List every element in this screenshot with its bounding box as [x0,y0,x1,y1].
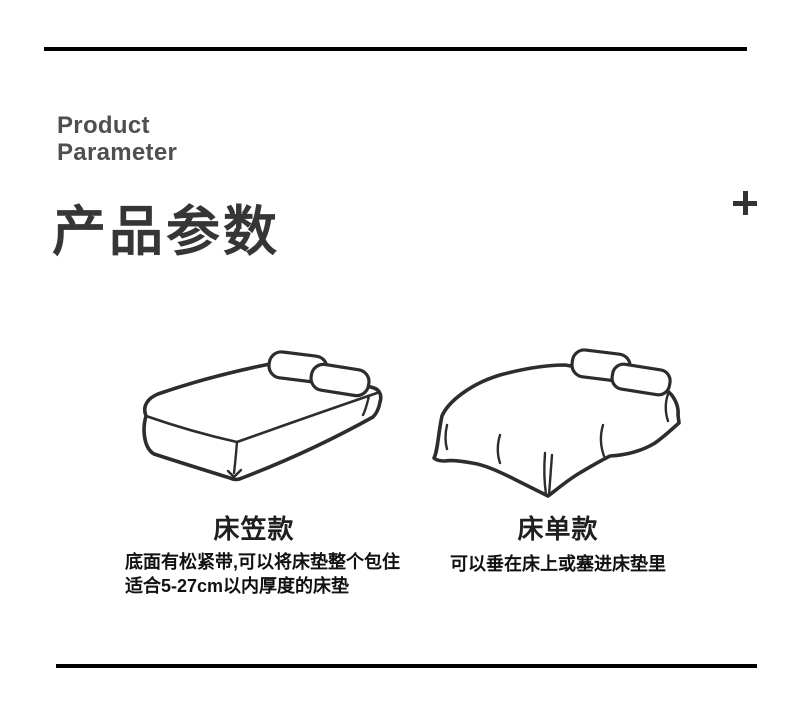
bottom-divider [56,664,757,668]
subtitle-line-2: Parameter [57,139,178,166]
description-line: 可以垂在床上或塞进床垫里 [450,554,666,574]
variant-description-fitted-sheet: 底面有松紧带,可以将床垫整个包住 适合5-27cm以内厚度的床垫 [125,550,425,598]
description-line: 适合5-27cm以内厚度的床垫 [125,576,350,596]
subtitle-line-1: Product [57,112,150,139]
plus-icon [733,191,757,215]
variant-name-flat-sheet: 床单款 [517,514,599,544]
top-divider [44,47,747,51]
variant-description-flat-sheet: 可以垂在床上或塞进床垫里 [428,552,688,576]
section-title-zh: 产品参数 [52,202,280,262]
variant-name-fitted-sheet: 床笠款 [213,514,295,544]
pillow-front [309,362,371,398]
pillow-front [610,362,672,397]
description-line: 底面有松紧带,可以将床垫整个包住 [125,552,400,572]
section-subtitle-en: Product Parameter [57,112,177,166]
flat-sheet-illustration [432,348,681,498]
fitted-sheet-illustration [142,350,383,482]
